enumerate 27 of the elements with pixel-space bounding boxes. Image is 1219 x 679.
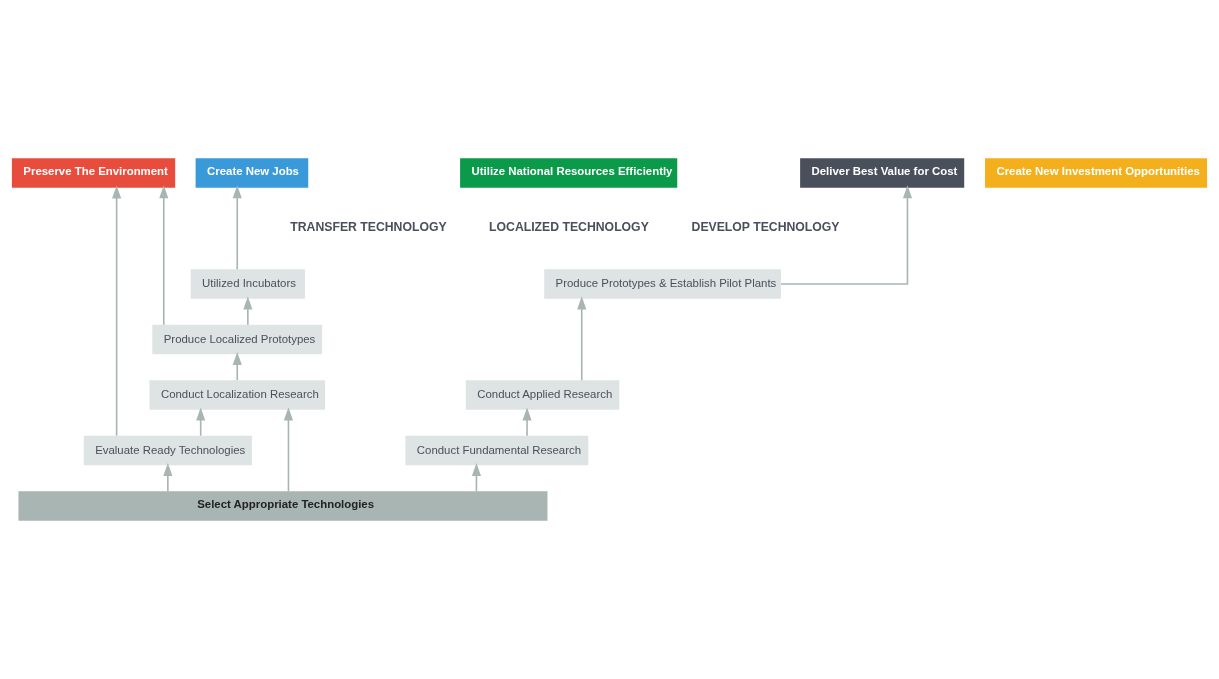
node-box: Deliver Best Value for Cost: [800, 158, 965, 188]
node-box: Create New Jobs: [195, 158, 309, 188]
label: DEVELOP TECHNOLOGY: [691, 219, 840, 234]
arrow: [232, 185, 242, 271]
node-box: Conduct Fundamental Research: [405, 435, 589, 466]
arrow: [163, 462, 173, 492]
label: TRANSFER TECHNOLOGY: [290, 219, 447, 234]
arrow: [159, 185, 169, 326]
node-box: Produce Localized Prototypes: [152, 324, 323, 355]
arrow: [196, 407, 206, 437]
arrow: [522, 407, 532, 437]
arrow: [232, 351, 242, 381]
node-box: Preserve The Environment: [11, 158, 176, 188]
arrow: [577, 296, 587, 382]
node-box: Utilized Incubators: [190, 269, 305, 299]
node-box: Conduct Applied Research: [465, 380, 620, 410]
arrow: [780, 185, 913, 285]
arrow: [243, 296, 253, 326]
node-box: Conduct Localization Research: [149, 380, 325, 410]
arrow: [283, 407, 294, 493]
node-box: Utilize National Resources Efficiently: [460, 158, 678, 188]
node-box: Create New Investment Opportunities: [985, 158, 1208, 188]
node-box: Evaluate Ready Technologies: [83, 435, 252, 466]
label: LOCALIZED TECHNOLOGY: [489, 219, 649, 234]
node-box: Select Appropriate Technologies: [18, 491, 548, 521]
arrow: [112, 185, 122, 437]
node-box: Produce Prototypes & Establish Pilot Plants: [544, 269, 781, 299]
